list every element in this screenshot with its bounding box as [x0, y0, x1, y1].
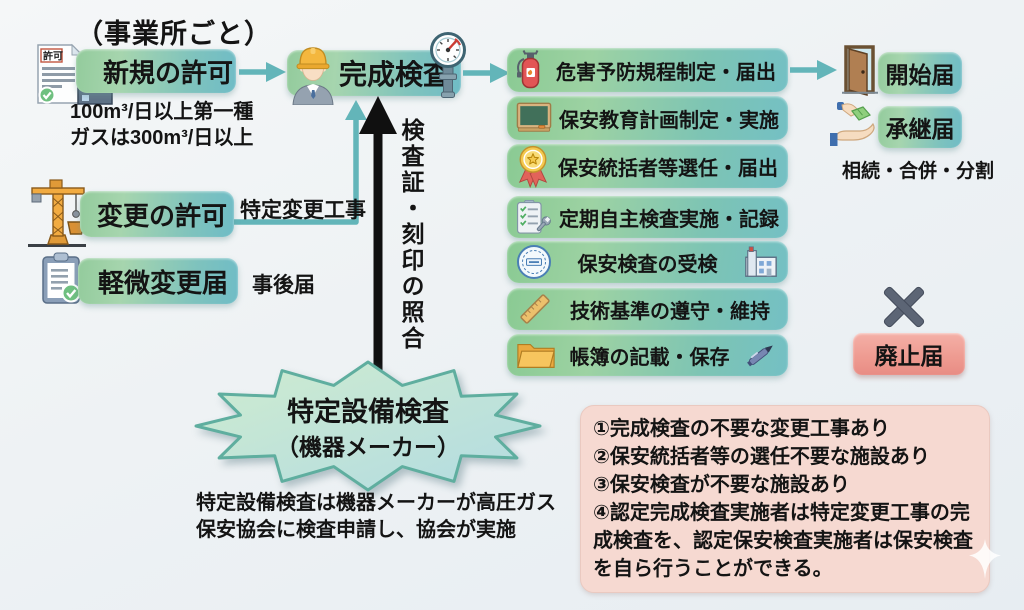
duty-label: 定期自主検査実施・記録 [559, 208, 779, 231]
duty-row-safety-inspection: 保安検査の受検 [507, 241, 788, 283]
crane-icon [28, 179, 86, 247]
succession-caption: 相続・合併・分割 [842, 161, 995, 182]
note-item: ②保安統括者等の選任不要な施設あり [593, 446, 930, 468]
folder-icon [517, 343, 555, 368]
worker-helmet-icon [292, 47, 334, 105]
minor-change-box: 軽微変更届 [78, 258, 238, 304]
start-notification-box: 開始届 [878, 52, 962, 94]
pen-icon [747, 345, 773, 367]
duty-label: 保安統括者等選任・届出 [558, 157, 778, 180]
arrow-special-work-to-completion-icon [234, 100, 367, 225]
ruler-icon [520, 294, 550, 324]
succession-notification-label: 承継届 [885, 116, 955, 142]
start-notification-label: 開始届 [885, 62, 955, 88]
handover-icon [830, 102, 875, 146]
svg-text:許可: 許可 [43, 49, 63, 62]
duty-label: 保安検査の受検 [577, 253, 718, 276]
clipboard-check-icon [42, 252, 81, 304]
arrow-new-to-completion-icon [239, 62, 286, 82]
fire-extinguisher-icon [517, 50, 540, 89]
equipment-inspection-title: 特定設備検査 [287, 397, 449, 427]
factory-icon [745, 246, 777, 277]
wrench-icon [536, 216, 551, 232]
abolition-notification-box: 廃止届 [853, 333, 965, 375]
blackboard-icon [516, 102, 552, 132]
duty-row-safety-supervisor: 保安統括者等選任・届出 [507, 144, 788, 188]
completion-inspection-label: 完成検査 [338, 59, 451, 90]
new-permit-box: 新規の許可 [76, 49, 236, 93]
change-permit-label: 変更の許可 [96, 200, 227, 231]
special-change-work-label: 特定変更工事 [240, 199, 366, 222]
change-permit-box: 変更の許可 [80, 191, 234, 237]
duty-label: 技術基準の遵守・維持 [570, 300, 770, 323]
duty-row-periodic-self-inspection: 定期自主検査実施・記録 [507, 196, 788, 238]
minor-change-label: 軽微変更届 [97, 267, 228, 298]
notes-box: ①完成検査の不要な変更工事あり ②保安統括者等の選任不要な施設あり ③保安検査が… [580, 405, 990, 593]
medal-icon [518, 145, 548, 188]
note-item: ③保安検査が不要な施設あり [593, 474, 850, 496]
duty-label: 帳簿の記載・保存 [569, 346, 730, 369]
equipment-inspection-caption: 特定設備検査は機器メーカーが高圧ガス 保安協会に検査申請し、協会が実施 [196, 492, 556, 541]
open-door-icon [842, 45, 878, 96]
arrow-completion-to-duties-icon [463, 63, 510, 83]
inspection-seal-icon [517, 245, 551, 279]
duty-row-hazard-prevention: 危害予防規程制定・届出 [507, 48, 788, 92]
abolition-notification-label: 廃止届 [874, 343, 944, 369]
arrow-duties-to-start-icon [790, 60, 837, 80]
pressure-gauge-icon [430, 32, 466, 98]
page-title: （事業所ごと） [76, 19, 272, 49]
new-permit-label: 新規の許可 [102, 57, 233, 88]
duty-label: 危害予防規程制定・届出 [556, 61, 776, 84]
duty-row-technical-standards: 技術基準の遵守・維持 [507, 288, 788, 330]
duty-label: 保安教育計画制定・実施 [559, 109, 779, 132]
sparkle-icon [969, 539, 1001, 579]
new-permit-caption: 100m³/日以上第一種 ガスは300m³/日以上 [70, 101, 254, 149]
starburst-shape [194, 360, 542, 492]
note-item: ④認定完成検査実施者は特定変更工事の完成検査を、認定保安検査実施者は保安検査を自… [593, 502, 973, 580]
after-notification-label: 事後届 [252, 274, 315, 297]
succession-notification-box: 承継届 [878, 106, 962, 148]
note-item: ①完成検査の不要な変更工事あり [593, 418, 890, 440]
equipment-inspection-subtitle: （機器メーカー） [276, 434, 460, 460]
x-mark-icon [883, 286, 925, 328]
arrow-equipment-inspection-icon [359, 96, 397, 388]
duty-row-ledger: 帳簿の記載・保存 [507, 334, 788, 376]
duty-row-safety-education: 保安教育計画制定・実施 [507, 96, 788, 140]
checklist-wrench-icon [516, 200, 551, 234]
inspection-certificate-vertical-label: 検査証・刻印の照合 [398, 118, 424, 352]
